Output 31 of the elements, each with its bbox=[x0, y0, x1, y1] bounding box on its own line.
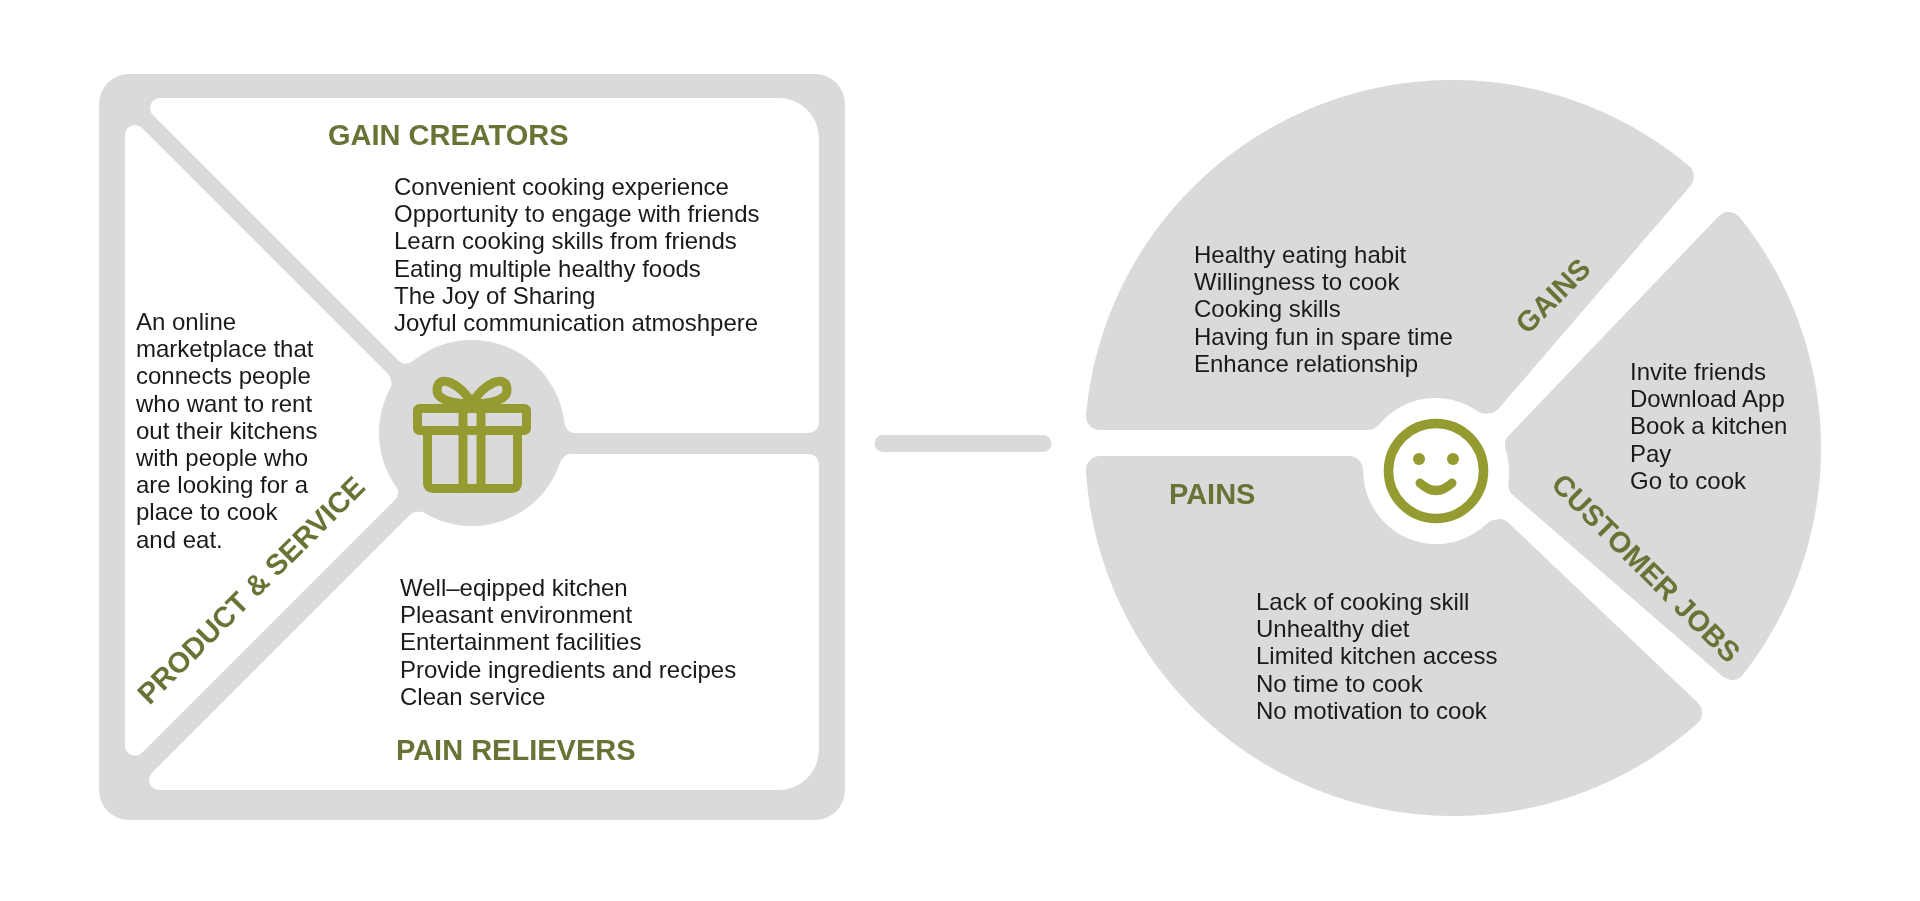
list-item: Learn cooking skills from friends bbox=[394, 227, 737, 255]
list-item: Eating multiple healthy foods bbox=[394, 254, 701, 282]
section-heading: GAIN CREATORS bbox=[328, 120, 569, 150]
list-item: Willingness to cook bbox=[1194, 268, 1400, 296]
list-item: Pleasant environment bbox=[400, 601, 633, 629]
list-item: Limited kitchen access bbox=[1256, 642, 1498, 670]
section-heading: PAIN RELIEVERS bbox=[396, 735, 636, 765]
list-item: Well–eqipped kitchen bbox=[400, 574, 628, 602]
connector-line bbox=[874, 435, 1052, 452]
list-item: Having fun in spare time bbox=[1194, 322, 1453, 350]
list-item: Healthy eating habit bbox=[1194, 241, 1407, 269]
list-item: Joyful communication atmoshpere bbox=[394, 309, 759, 337]
list-item: Invite friends bbox=[1630, 358, 1767, 386]
list-item: Cooking skills bbox=[1194, 295, 1341, 323]
list-item: Pay bbox=[1630, 439, 1672, 467]
list-item: Download App bbox=[1630, 385, 1785, 413]
list-item: No motivation to cook bbox=[1256, 696, 1487, 724]
list-item: Clean service bbox=[400, 682, 546, 710]
section-heading: PAINS bbox=[1169, 479, 1256, 509]
list-item: The Joy of Sharing bbox=[394, 281, 596, 309]
list-item: Convenient cooking experience bbox=[394, 173, 729, 201]
list-item: Enhance relationship bbox=[1194, 349, 1419, 377]
list-item: Opportunity to engage with friends bbox=[394, 200, 760, 228]
list-item: Book a kitchen bbox=[1630, 412, 1788, 440]
list-item: Unhealthy diet bbox=[1256, 615, 1410, 643]
canvas-frame bbox=[99, 74, 845, 820]
list-item: No time to cook bbox=[1256, 669, 1423, 697]
list-item: Provide ingredients and recipes bbox=[400, 655, 737, 683]
list-item: Entertainment facilities bbox=[400, 628, 642, 656]
list-item: Lack of cooking skill bbox=[1256, 588, 1470, 616]
pie-segment bbox=[1505, 211, 1821, 680]
